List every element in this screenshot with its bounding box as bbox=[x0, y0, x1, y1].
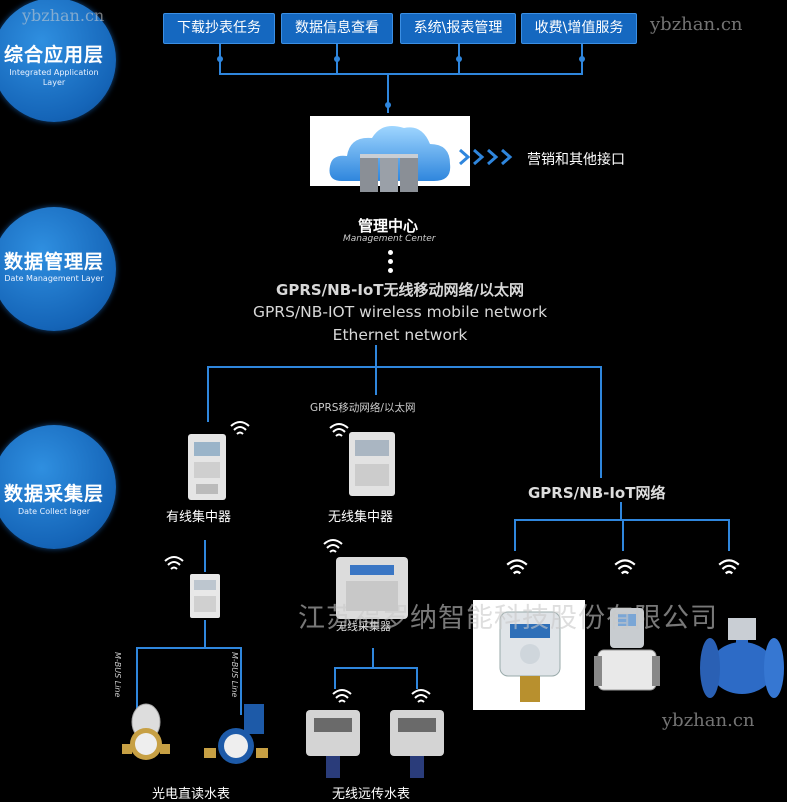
line-mbus-left bbox=[136, 647, 138, 715]
layer-circle-collect: 数据采集层 Date Collect lager bbox=[0, 425, 116, 549]
layer-subtitle-application: Integrated Application Layer bbox=[9, 68, 99, 87]
line-collector-horizontal bbox=[136, 647, 242, 649]
connector-dot-3 bbox=[456, 56, 462, 62]
connector-dot-4 bbox=[579, 56, 585, 62]
layer-title-application: 综合应用层 bbox=[3, 44, 104, 66]
wireless-concentrator-label: 无线集中器 bbox=[328, 510, 394, 525]
layer-circle-management: 数据管理层 Date Management Layer bbox=[0, 207, 116, 331]
button-report-management[interactable]: 系统\报表管理 bbox=[400, 13, 516, 44]
nbiot-water-meter-device bbox=[499, 611, 561, 702]
electromagnetic-flowmeter-device bbox=[594, 608, 660, 691]
line-nbiot-mid bbox=[622, 519, 624, 551]
network-line-en2: Ethernet network bbox=[332, 326, 468, 344]
network-line-en1: GPRS/NB-IOT wireless mobile network bbox=[252, 303, 548, 321]
company-watermark: 江苏福罗纳智能科技股份有限公司 bbox=[298, 603, 718, 634]
site-watermark-bottom: ybzhan.cn bbox=[662, 710, 755, 731]
wifi-icon bbox=[506, 559, 528, 575]
line-wireless-left bbox=[334, 667, 336, 689]
network-line-cn: GPRS/NB-IoT无线移动网络/以太网 bbox=[276, 281, 524, 299]
management-center-title: 管理中心 bbox=[358, 217, 419, 235]
connector-top-h bbox=[219, 73, 583, 75]
line-to-wired bbox=[207, 366, 209, 422]
wifi-icon bbox=[614, 559, 636, 575]
wifi-icon bbox=[230, 421, 250, 435]
connector-dot-cloud bbox=[385, 102, 391, 108]
wifi-icon bbox=[323, 539, 343, 553]
cloud-server-icon bbox=[329, 125, 451, 192]
mbus-label-left: M-BUS Line bbox=[113, 652, 122, 698]
line-wireless-right bbox=[416, 667, 418, 689]
wireless-collector-device bbox=[336, 557, 408, 619]
line-collector-down bbox=[204, 620, 206, 648]
wired-concentrator-label: 有线集中器 bbox=[166, 510, 232, 525]
button-download-task[interactable]: 下载抄表任务 bbox=[163, 13, 275, 44]
layer-subtitle-collect: Date Collect lager bbox=[17, 507, 90, 516]
wireless-water-meter-device bbox=[306, 710, 360, 778]
line-collector-down-2 bbox=[372, 648, 374, 668]
wired-concentrator-device bbox=[188, 434, 226, 500]
management-center-subtitle: Management Center bbox=[343, 234, 436, 244]
line-mbus-right bbox=[240, 647, 242, 715]
connector-to-cloud bbox=[387, 73, 389, 113]
connector-dot-1 bbox=[217, 56, 223, 62]
vertical-dot-1 bbox=[388, 250, 393, 255]
layer-circle-application: 综合应用层 Integrated Application Layer bbox=[0, 0, 116, 122]
line-nbiot-right bbox=[728, 519, 730, 551]
wireless-meter-label: 无线远传水表 bbox=[332, 787, 411, 802]
wireless-water-meter-device-2 bbox=[390, 710, 444, 778]
photo-water-meter-device bbox=[122, 703, 170, 760]
arrow-right-icon bbox=[459, 148, 513, 166]
wifi-icon bbox=[329, 423, 349, 437]
wifi-icon bbox=[164, 556, 184, 570]
line-nbiot-down bbox=[620, 502, 622, 520]
wireless-concentrator-device bbox=[349, 432, 395, 496]
photo-meter-label: 光电直读水表 bbox=[152, 787, 231, 802]
main-horizontal bbox=[207, 366, 602, 368]
wireless-collector-label: 无线采集器 bbox=[336, 620, 391, 633]
wifi-icon bbox=[718, 559, 740, 575]
mid-network-label: GPRS移动网络/以太网 bbox=[310, 402, 416, 414]
large-flowmeter-device bbox=[700, 618, 784, 698]
layer-subtitle-management: Date Management Layer bbox=[4, 274, 104, 283]
wired-collector-device bbox=[190, 574, 220, 618]
vertical-dot-2 bbox=[388, 259, 393, 264]
vertical-dot-3 bbox=[388, 268, 393, 273]
layer-title-management: 数据管理层 bbox=[3, 251, 104, 273]
line-nbiot-left bbox=[514, 519, 516, 551]
mbus-label-right: M-BUS Line bbox=[230, 652, 239, 698]
wifi-icon bbox=[332, 689, 352, 703]
main-vertical bbox=[375, 345, 377, 395]
connector-dot-2 bbox=[334, 56, 340, 62]
line-to-nbiot bbox=[600, 366, 602, 478]
nbiot-network-label: GPRS/NB-IoT网络 bbox=[528, 484, 666, 502]
marketing-interface-label: 营销和其他接口 bbox=[527, 152, 625, 168]
site-watermark-top-right: ybzhan.cn bbox=[650, 14, 743, 35]
site-watermark-top: ybzhan.cn bbox=[22, 6, 105, 25]
line-wireless-horizontal bbox=[334, 667, 418, 669]
wifi-icon bbox=[411, 689, 431, 703]
button-data-view[interactable]: 数据信息查看 bbox=[281, 13, 393, 44]
photo-water-meter-device-blue bbox=[204, 704, 268, 764]
button-charge-service[interactable]: 收费\增值服务 bbox=[521, 13, 637, 44]
line-wired-to-collector bbox=[204, 540, 206, 572]
layer-title-collect: 数据采集层 bbox=[3, 483, 104, 505]
